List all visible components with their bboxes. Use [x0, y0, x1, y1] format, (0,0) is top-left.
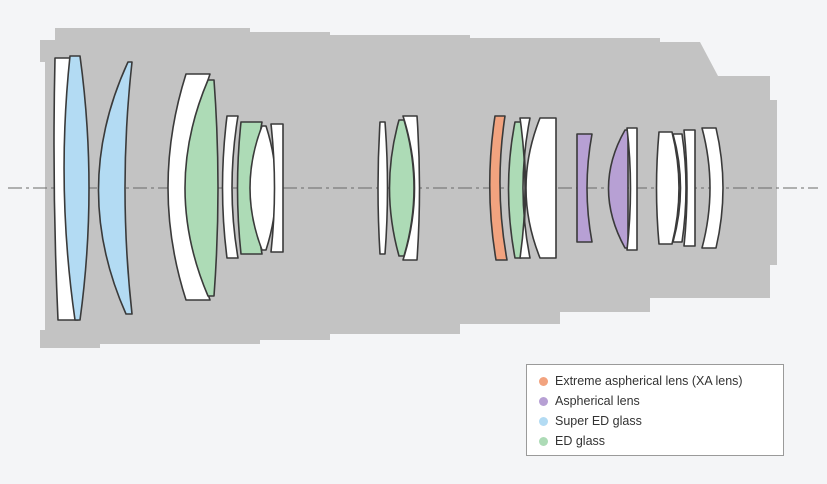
legend-dot-ed-glass — [539, 436, 548, 446]
lens-element-10 — [377, 121, 389, 255]
legend-label-xa-lens: Extreme aspherical lens (XA lens) — [555, 374, 743, 388]
lens-element-13-xa — [488, 115, 508, 261]
legend-dot-xa-lens — [539, 376, 548, 386]
legend-item-ed-glass: ED glass — [539, 431, 773, 451]
lens-element-19 — [626, 127, 638, 251]
legend-item-aspherical-lens: Aspherical lens — [539, 391, 773, 411]
lens-element-22 — [683, 129, 696, 247]
legend-dot-aspherical-lens — [539, 396, 548, 406]
lens-element-3-super-ed — [97, 61, 133, 315]
legend-label-ed-glass: ED glass — [555, 434, 606, 448]
legend-dot-super-ed-glass — [539, 416, 548, 426]
legend: Extreme aspherical lens (XA lens) Aspher… — [526, 364, 784, 456]
lens-element-12 — [402, 115, 421, 261]
lens-element-5-ed — [184, 79, 219, 297]
legend-label-super-ed-glass: Super ED glass — [555, 414, 642, 428]
lens-element-17-aspherical — [576, 133, 593, 243]
legend-item-super-ed-glass: Super ED glass — [539, 411, 773, 431]
lens-element-9 — [270, 123, 284, 253]
legend-item-xa-lens: Extreme aspherical lens (XA lens) — [539, 371, 773, 391]
lens-element-15 — [519, 117, 531, 259]
lens-element-2-super-ed — [63, 55, 90, 321]
lens-element-20 — [655, 131, 680, 245]
legend-label-aspherical-lens: Aspherical lens — [555, 394, 640, 408]
lens-element-18-aspherical — [607, 129, 629, 249]
lens-element-21 — [672, 133, 687, 243]
lens-element-16 — [525, 117, 557, 259]
lens-element-23 — [701, 127, 724, 249]
lens-element-6 — [221, 115, 239, 259]
